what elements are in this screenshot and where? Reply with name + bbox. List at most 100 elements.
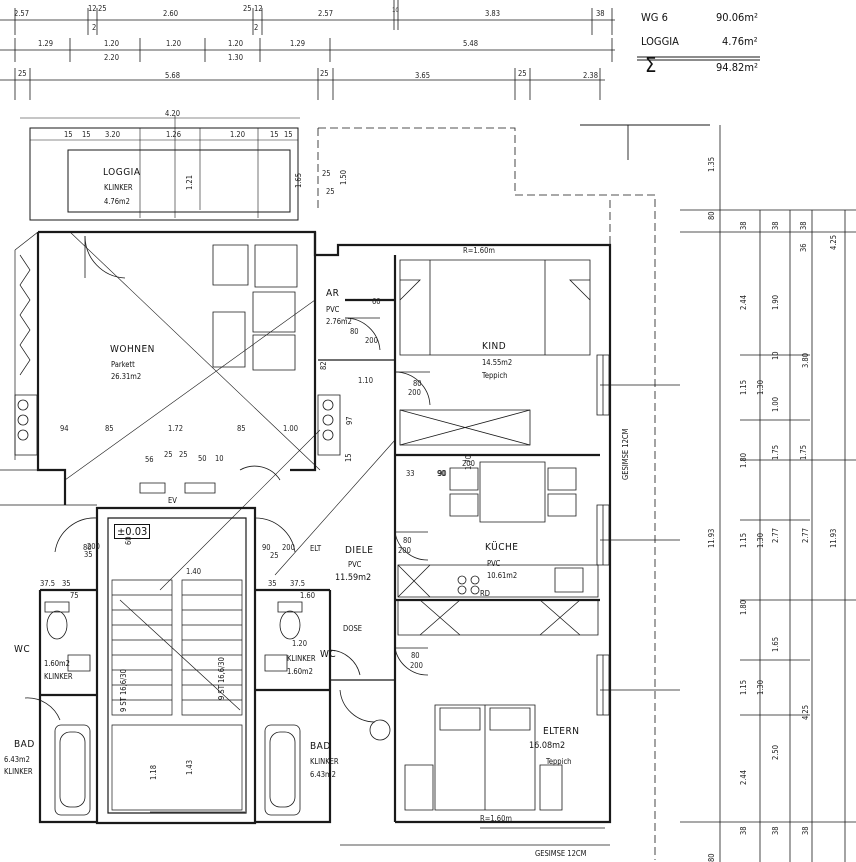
dim-label: 60 — [372, 297, 381, 306]
dim-label: 1.80 — [739, 452, 748, 468]
room-area-bad-right: 6.43m2 — [310, 770, 336, 779]
dim-label: 1.20 — [292, 639, 308, 648]
dim-label: 25 — [179, 450, 188, 459]
unit-area: 90.06m² — [716, 11, 758, 24]
dim-label: 5.68 — [165, 71, 181, 80]
room-floor-wohnen: Parkett — [111, 360, 135, 369]
dim-label: 25 — [164, 450, 173, 459]
dim-label: 12 — [88, 4, 97, 13]
right-dimension-lines — [600, 125, 856, 862]
room-area-wohnen: 26.31m2 — [111, 372, 142, 381]
room-name-wohnen: WOHNEN — [110, 344, 155, 355]
dim-label: 1.26 — [166, 130, 182, 139]
dim-label: 5.48 — [463, 39, 479, 48]
dim-label: 2 — [254, 23, 259, 32]
dim-label: 1.75 — [799, 444, 808, 460]
stair-note-left: 9 ST 16,6/30 — [119, 669, 128, 712]
dim-label: 2.44 — [739, 294, 748, 310]
dim-label: 4.20 — [165, 109, 181, 118]
room-area-loggia: 4.76m2 — [104, 197, 130, 206]
dim-label: R=1.60m — [463, 246, 495, 255]
dim-label: 38 — [771, 826, 780, 835]
room-floor-loggia: KLINKER — [104, 183, 133, 192]
dim-label: 37.5 — [40, 579, 56, 588]
dim-label: 82 — [319, 361, 328, 370]
dim-label: 2 — [92, 23, 97, 32]
room-name-wc-right: WC — [320, 649, 337, 660]
dim-label: 1.65 — [294, 172, 303, 188]
left-edge-details — [0, 232, 97, 505]
room-name-wc-left: WC — [14, 644, 31, 655]
dim-label: 94 — [60, 424, 69, 433]
dim-label: 1.43 — [185, 759, 194, 775]
dim-label: 97 — [345, 416, 354, 425]
room-floor-ar: PVC — [326, 305, 340, 314]
elec-note: ELT — [310, 544, 322, 553]
dim-label: 1.00 — [771, 396, 780, 412]
dim-label: 10 — [215, 454, 224, 463]
room-area-diele: 11.59m2 — [335, 573, 372, 583]
room-floor-kind: Teppich — [482, 371, 508, 380]
dim-label: 1.30 — [756, 379, 765, 395]
dim-label: 10 — [771, 351, 780, 360]
dim-label: 200 — [282, 543, 295, 552]
dim-label: 25 — [322, 169, 331, 178]
dim-label: 15 — [344, 453, 353, 462]
dim-label: 200 — [365, 336, 378, 345]
dim-label: 15 — [270, 130, 279, 139]
dim-label: 38 — [771, 221, 780, 230]
dim-label: 200 — [408, 388, 421, 397]
furniture — [17, 245, 598, 815]
loggia-summary-area: 4.76m² — [722, 35, 758, 48]
dim-label: 25 — [518, 69, 527, 78]
room-name-loggia: LOGGIA — [103, 167, 141, 178]
total-area: 94.82m² — [716, 61, 758, 74]
dose-note: DOSE — [343, 624, 363, 633]
dim-label: 1.72 — [168, 424, 184, 433]
dim-label: 1.35 — [707, 156, 716, 172]
room-floor-diele: PVC — [348, 560, 362, 569]
dim-label: 38 — [596, 9, 605, 18]
dim-label: 90 — [437, 469, 446, 478]
dim-label: 1.75 — [771, 444, 780, 460]
dim-label: 38 — [799, 221, 808, 230]
dim-label: 60 — [124, 536, 133, 545]
dim-label: 1.20 — [166, 39, 182, 48]
room-area-ar: 2.76m2 — [326, 317, 352, 326]
dim-label: 25 — [243, 4, 252, 13]
dim-label: 1.90 — [771, 294, 780, 310]
dim-label: 35 — [84, 550, 93, 559]
dim-label: 85 — [237, 424, 246, 433]
dim-label: 2.57 — [318, 9, 334, 18]
room-name-kueche: KÜCHE — [485, 542, 519, 553]
dim-label: 80 — [707, 211, 716, 220]
stair-note-right: 9 ST 16,6/30 — [217, 657, 226, 700]
dim-label: 1.15 — [739, 532, 748, 548]
room-floor-bad-right: KLINKER — [310, 757, 339, 766]
dim-label: 1.10 — [358, 376, 374, 385]
dim-label: 1.50 — [339, 169, 348, 185]
dim-label: 90 — [438, 469, 447, 478]
dim-label: 3.80 — [801, 352, 810, 368]
room-name-ar: AR — [326, 288, 340, 299]
loggia-outline — [20, 115, 300, 220]
dim-label: 80 — [350, 327, 359, 336]
dim-label: 2.44 — [739, 769, 748, 785]
room-name-eltern: ELTERN — [543, 726, 580, 737]
dim-label: 1.70 — [464, 454, 473, 470]
dim-label: 200 — [410, 661, 423, 670]
dim-label: 50 — [198, 454, 207, 463]
room-name-kind: KIND — [482, 341, 507, 352]
room-floor-kueche: PVC — [487, 559, 501, 568]
dim-label: 80 — [411, 651, 420, 660]
construction-lines — [65, 232, 395, 590]
dim-label: 1.29 — [38, 39, 54, 48]
door-swings — [25, 236, 430, 722]
dim-label: 25 — [98, 4, 107, 13]
dim-label: 25 — [18, 69, 27, 78]
dim-label: 3.83 — [485, 9, 501, 18]
dim-label: 15 — [284, 130, 293, 139]
bottom-lines — [150, 812, 610, 845]
room-area-wc-left: 1.60m2 — [44, 659, 70, 668]
dim-label: 85 — [105, 424, 114, 433]
